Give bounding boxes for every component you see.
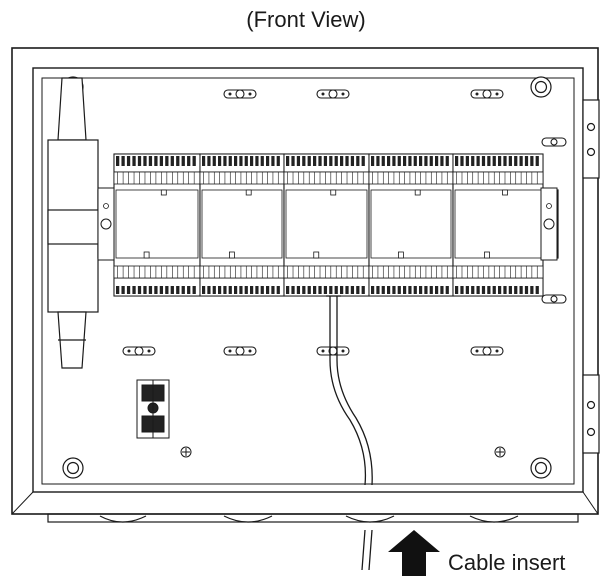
cable-tie-anchor-6 [316, 346, 350, 356]
module-assembly [97, 153, 559, 297]
ground-screws [180, 446, 506, 458]
cable-tie-anchor-7 [470, 346, 504, 356]
side-clip-2 [541, 294, 567, 304]
hinge-upper [582, 99, 600, 179]
cable-tie-anchor-2 [316, 89, 350, 99]
io-module-2 [199, 153, 285, 297]
cable-insert-label: Cable insert [448, 550, 565, 575]
grommet-4 [469, 515, 519, 523]
grommet-2 [223, 515, 273, 523]
corner-screw-bottom-right [530, 457, 552, 479]
diagram-title: (Front View) [246, 7, 365, 32]
enclosure-base [47, 513, 579, 523]
end-clamp-right [540, 187, 558, 261]
terminal-block [136, 379, 170, 439]
corner-screw-bottom-left [62, 457, 84, 479]
side-clip-1 [541, 137, 567, 147]
cable-tie-anchor-3 [470, 89, 504, 99]
io-module-1 [113, 153, 201, 297]
cable-tie-anchor-1 [223, 89, 257, 99]
grommet-1 [99, 515, 147, 523]
io-module-3 [283, 153, 370, 297]
cable-insert-arrow [388, 530, 440, 576]
left-bracket [47, 77, 107, 369]
cable-tie-anchors [122, 89, 504, 356]
io-module-5 [452, 153, 544, 297]
corner-screw-top-right [530, 76, 552, 98]
cable-grommets [99, 515, 519, 523]
hinge-lower [582, 374, 600, 454]
cable-tie-anchor-5 [223, 346, 257, 356]
side-clips [541, 137, 567, 304]
enclosure-inner-frame-lip [41, 77, 575, 485]
grommet-3 [345, 515, 395, 523]
cable [326, 295, 373, 571]
hinges [582, 99, 600, 454]
ground-screw-right [494, 446, 506, 458]
enclosure-inner-frame [32, 67, 584, 493]
io-module-4 [368, 153, 454, 297]
ground-screw-left [180, 446, 192, 458]
end-clamp-left [97, 187, 115, 261]
cable-tie-anchor-4 [122, 346, 156, 356]
